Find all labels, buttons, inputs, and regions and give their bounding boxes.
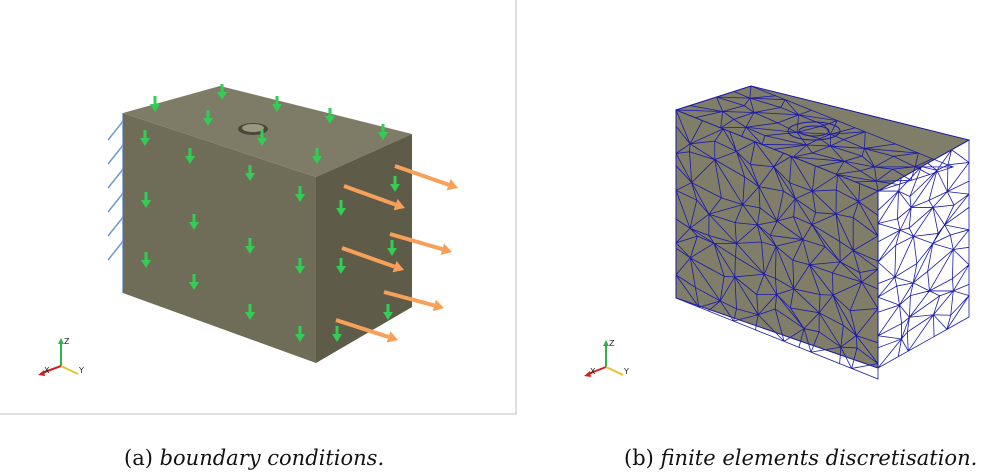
- traction-arrow-head: [393, 198, 405, 211]
- load-arrow-head: [295, 266, 305, 274]
- load-arrow-head: [387, 248, 397, 256]
- load-arrow-head: [325, 116, 335, 124]
- load-arrow-head: [336, 208, 346, 216]
- block-front-face: [123, 113, 316, 363]
- caption-a: (a) boundary conditions.: [124, 446, 384, 470]
- mesh-hole-inner-ring: [798, 125, 830, 137]
- support-hatch-line: [107, 191, 125, 213]
- load-arrow-head: [390, 184, 400, 192]
- load-arrow-head: [336, 266, 346, 274]
- y-axis-label: Y: [78, 366, 84, 375]
- traction-arrow-shaft: [383, 290, 435, 308]
- traction-arrow-head: [446, 179, 458, 191]
- load-arrow-head: [245, 246, 255, 254]
- mesh-block-outline: [675, 85, 971, 369]
- caption-b-tag: (b): [624, 446, 654, 470]
- mesh-hole-ring: [787, 121, 841, 141]
- support-hatch-line: [107, 167, 125, 189]
- caption-b: (b) finite elements discretisation.: [624, 446, 977, 470]
- load-arrow-head: [189, 282, 199, 290]
- traction-arrow-head: [392, 261, 404, 273]
- mesh-panel: Z X Y: [540, 0, 1005, 416]
- x-axis-label: X: [44, 366, 50, 375]
- traction-arrow-shaft: [341, 246, 396, 269]
- surface-load-arrows: [140, 84, 400, 342]
- traction-arrow-shaft: [335, 318, 390, 339]
- load-arrow-head: [245, 173, 255, 181]
- x-axis-label-b: X: [590, 367, 596, 376]
- load-arrow-head: [203, 118, 213, 126]
- y-axis-label-b: Y: [623, 367, 629, 376]
- mesh-figure: Z X Y: [584, 85, 971, 380]
- load-arrow-head: [332, 334, 342, 342]
- support-hatch-line: [107, 215, 125, 237]
- z-axis-label-b: Z: [609, 339, 615, 348]
- block-top-face: [123, 86, 412, 177]
- load-arrow-head: [150, 104, 160, 112]
- boundary-conditions-panel: Z X Y: [0, 0, 517, 416]
- z-axis-label: Z: [64, 337, 70, 346]
- load-arrow-head: [189, 222, 199, 230]
- caption-b-text: finite elements discretisation.: [660, 446, 978, 470]
- caption-a-tag: (a): [124, 446, 153, 470]
- y-axis-line-b: [605, 366, 624, 376]
- load-arrow-head: [217, 92, 227, 100]
- axis-triad: Z X Y: [38, 337, 84, 376]
- x-axis-arrowhead-b: [584, 371, 591, 377]
- fixed-support-hatch: [107, 113, 125, 293]
- load-arrow-head: [141, 260, 151, 268]
- mesh-face: [675, 109, 879, 380]
- z-axis-arrowhead-b: [603, 340, 609, 346]
- traction-arrows: [335, 164, 458, 343]
- x-axis-line: [41, 365, 62, 374]
- caption-a-text: boundary conditions.: [159, 446, 385, 470]
- axis-triad-b: Z X Y: [584, 339, 629, 377]
- y-axis-line: [60, 365, 79, 375]
- top-hole-rim: [242, 124, 264, 132]
- load-arrow-head: [272, 104, 282, 112]
- load-arrow-head: [295, 194, 305, 202]
- z-axis-arrowhead: [58, 338, 64, 344]
- load-arrow-head: [141, 200, 151, 208]
- traction-arrow-head: [440, 243, 452, 255]
- load-arrow-head: [378, 132, 388, 140]
- boundary-conditions-figure: Z X Y: [0, 0, 517, 415]
- load-arrow-head: [140, 138, 150, 146]
- load-arrow-head: [312, 156, 322, 164]
- traction-arrow-head: [386, 331, 398, 343]
- support-hatch-line: [107, 239, 125, 261]
- mesh-face: [877, 139, 970, 369]
- x-axis-line-b: [587, 366, 607, 375]
- load-arrow-head: [245, 312, 255, 320]
- traction-arrow-shaft: [343, 184, 397, 207]
- load-arrow-head: [383, 312, 393, 320]
- x-axis-arrowhead: [38, 370, 45, 376]
- traction-arrow-shaft: [394, 164, 450, 187]
- traction-arrow-shaft: [389, 232, 443, 252]
- load-arrow-head: [185, 156, 195, 164]
- support-hatch-line: [107, 143, 125, 165]
- load-arrow-head: [257, 138, 267, 146]
- support-hatch-line: [107, 119, 125, 141]
- traction-arrow-head: [432, 299, 444, 312]
- load-arrow-head: [295, 334, 305, 342]
